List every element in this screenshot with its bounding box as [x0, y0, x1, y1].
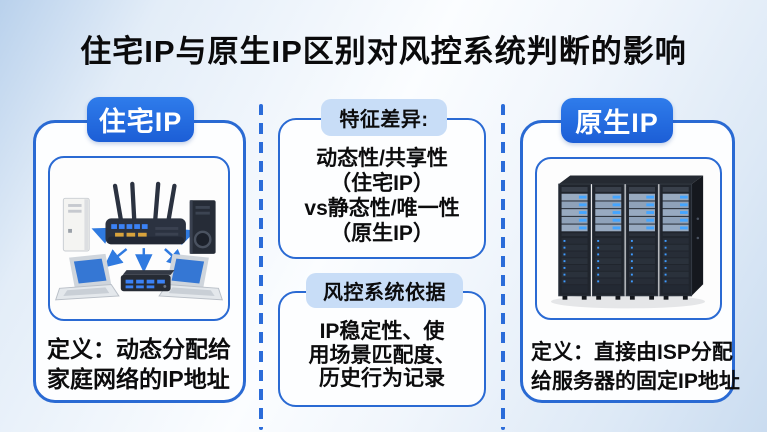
feature-line: 动态性/共享性: [316, 147, 448, 170]
server-racks-image-frame: [535, 157, 722, 320]
risk-control-text: IP稳定性、使 用场景匹配度、 历史行为记录: [278, 320, 486, 391]
desktop-tower-white-icon: [62, 197, 90, 251]
page-title: 住宅IP与原生IP区别对风控系统判断的影响: [80, 34, 687, 69]
router-icon: [105, 181, 186, 244]
residential-ip-badge-label: 住宅IP: [98, 107, 183, 137]
risk-control-badge: 风控系统依据: [306, 273, 463, 308]
home-network-icon: [55, 181, 223, 300]
definition-line: 给服务器的固定IP地址: [531, 370, 740, 393]
desktop-tower-black-icon: [189, 199, 216, 254]
dashed-divider-right: [501, 104, 505, 430]
feature-difference-badge-label: 特征差异:: [339, 109, 429, 131]
native-ip-badge: 原生IP: [561, 98, 673, 143]
network-switch-icon: [120, 269, 175, 291]
feature-line: vs静态性/唯一性: [304, 197, 460, 220]
laptop-right-icon: [158, 253, 223, 300]
residential-ip-badge: 住宅IP: [87, 97, 194, 142]
server-racks-icon: [550, 174, 706, 308]
definition-line: 家庭网络的IP地址: [47, 366, 230, 392]
definition-line: 定义：动态分配给: [47, 336, 231, 362]
risk-control-badge-label: 风控系统依据: [323, 282, 446, 304]
home-network-image-frame: [48, 156, 230, 321]
feature-line: （住宅IP）: [330, 172, 434, 195]
feature-line: （原生IP）: [330, 222, 434, 245]
definition-line: 定义：直接由ISP分配: [531, 341, 733, 364]
residential-ip-definition: 定义：动态分配给 家庭网络的IP地址: [47, 334, 231, 394]
risk-control-card: [278, 291, 486, 407]
native-ip-definition: 定义：直接由ISP分配 给服务器的固定IP地址: [531, 338, 740, 396]
feature-difference-card: [278, 118, 486, 259]
risk-line: IP稳定性、使: [319, 320, 445, 343]
laptop-left-icon: [55, 253, 120, 300]
risk-line: 用场景匹配度、: [308, 343, 456, 367]
feature-difference-badge: 特征差异:: [321, 99, 447, 136]
dashed-divider-left: [259, 104, 263, 430]
feature-difference-text: 动态性/共享性 （住宅IP） vs静态性/唯一性 （原生IP）: [278, 146, 486, 246]
native-ip-badge-label: 原生IP: [575, 108, 659, 138]
risk-line: 历史行为记录: [319, 367, 445, 390]
